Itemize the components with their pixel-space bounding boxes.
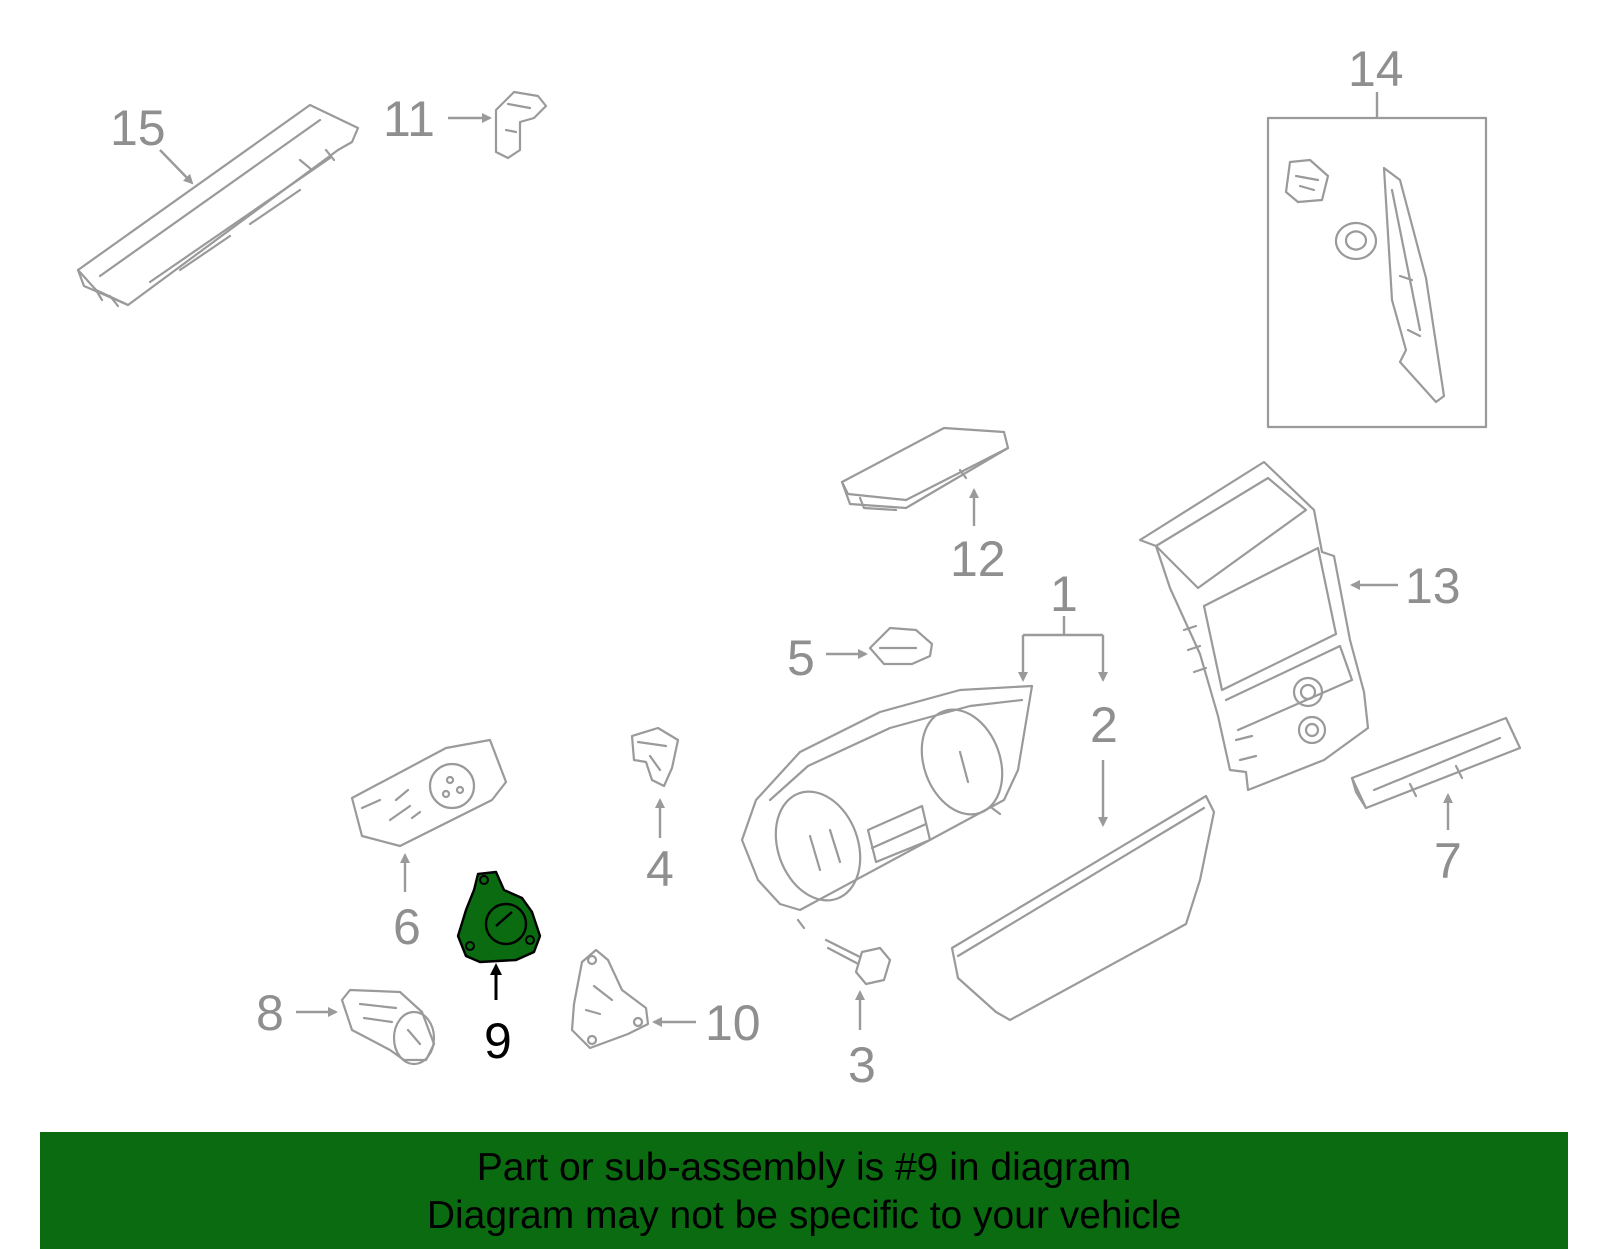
callout-14: 14 (1348, 41, 1404, 97)
callout-2: 2 (1090, 697, 1118, 753)
part-4-bracket (630, 726, 680, 788)
callout-15: 15 (110, 100, 166, 156)
part-12-module (840, 426, 1010, 512)
part-6-switch (350, 738, 508, 848)
part-2-lens (950, 794, 1216, 1022)
part-1-instrument-cluster (740, 684, 1034, 930)
callout-12: 12 (950, 531, 1006, 587)
part-15-trim-panel (76, 103, 360, 308)
callout-6: 6 (393, 899, 421, 955)
part-7-switch-panel (1350, 716, 1522, 810)
callout-7: 7 (1434, 833, 1462, 889)
part-3-bolt (824, 938, 892, 986)
callout-1: 1 (1050, 566, 1078, 622)
callout-1-bracket (1018, 616, 1108, 682)
info-banner: Part or sub-assembly is #9 in diagram Di… (40, 1132, 1568, 1249)
callout-13: 13 (1405, 558, 1461, 614)
callout-5: 5 (787, 630, 815, 686)
callout-9: 9 (484, 1013, 512, 1069)
part-14-kit-box (1266, 92, 1488, 429)
part-11-clip (494, 90, 548, 160)
banner-line-1: Part or sub-assembly is #9 in diagram (476, 1146, 1132, 1189)
part-5-clip (868, 626, 934, 666)
part-10-bracket (570, 948, 650, 1050)
callout-10: 10 (705, 995, 761, 1051)
part-8-knob (340, 988, 436, 1066)
callout-3: 3 (848, 1037, 876, 1093)
callout-8: 8 (256, 985, 284, 1041)
part-13-center-bezel (1138, 460, 1370, 792)
callout-4: 4 (646, 841, 674, 897)
callout-11: 11 (383, 91, 435, 147)
part-9-highlighted (456, 870, 542, 964)
banner-line-2: Diagram may not be specific to your vehi… (426, 1194, 1182, 1237)
